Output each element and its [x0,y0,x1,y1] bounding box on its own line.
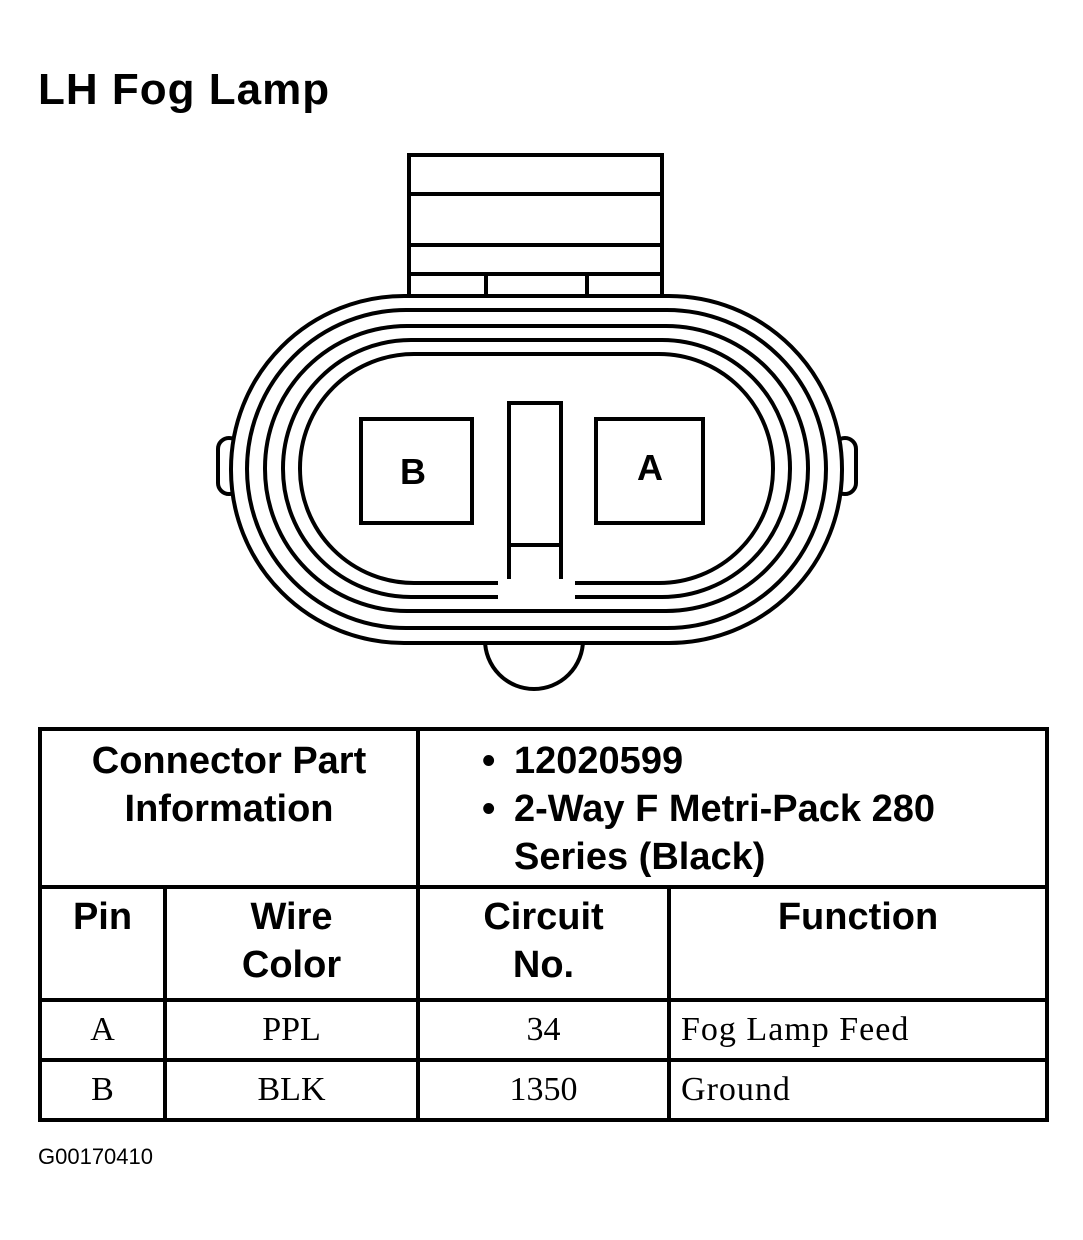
column-header-row: Pin Wire Color Circuit No. Function [38,885,1050,1002]
connector-pinout-table: Connector Part Information •12020599 •2-… [37,727,1050,1122]
table-row: A PPL 34 Fog Lamp Feed [38,998,1050,1062]
col-header-wire-color: Wire Color [162,885,421,1002]
cell-function: Ground [667,1058,1050,1122]
col-header-circuit-no: Circuit No. [416,885,672,1002]
connector-series-cont: Series (Black) [514,836,766,878]
connector-series: •2-Way F Metri-Pack 280 [482,788,936,830]
part-info-row: Connector Part Information •12020599 •2-… [37,727,1050,889]
col-header-pin: Pin [38,885,167,1002]
pin-cavity-a [594,417,705,525]
pin-label-b: B [400,451,426,492]
cell-pin: B [38,1058,167,1122]
diagram-title: LH Fog Lamp [38,65,331,114]
cell-wire-color: BLK [162,1058,421,1122]
cell-pin: A [38,998,167,1062]
cell-function: Fog Lamp Feed [667,998,1050,1062]
part-info-value: •12020599 •2-Way F Metri-Pack 280 Series… [416,727,1050,889]
table-row: B BLK 1350 Ground [38,1058,1050,1122]
housing-ring-2 [245,308,828,630]
cell-circuit: 34 [416,998,672,1062]
cell-wire-color: PPL [162,998,421,1062]
cell-circuit: 1350 [416,1058,672,1122]
connector-face-drawing: B A [216,153,858,691]
col-header-function: Function [667,885,1050,1002]
part-info-label: Connector Part Information [37,727,421,889]
figure-id: G00170410 [38,1144,153,1169]
housing-ring-3 [263,324,810,613]
center-divider-rib [498,378,575,600]
pin-label-a: A [637,447,663,488]
connector-key-bump [483,639,585,691]
part-number: •12020599 [482,740,684,782]
pin-cavity-b [359,417,474,525]
